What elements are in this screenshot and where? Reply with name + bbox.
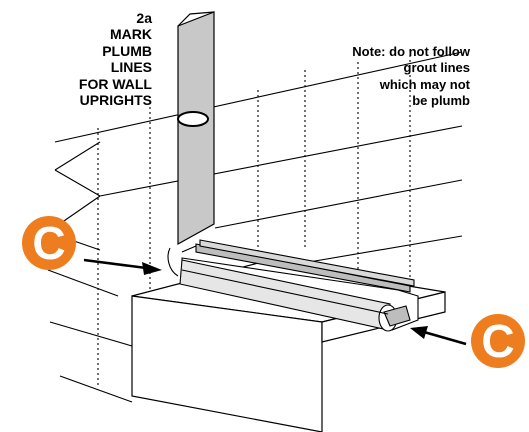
step-instruction: 2a MARK PLUMB LINES FOR WALL UPRIGHTS	[0, 10, 152, 108]
arrow-left	[83, 258, 162, 275]
wall-upright	[177, 11, 215, 246]
note-text: Note: do not follow grout lines which ma…	[300, 44, 470, 110]
wall-track	[167, 239, 419, 332]
callout-c-right: C	[471, 314, 525, 368]
step-number: 2a	[136, 10, 152, 26]
callout-letter: C	[481, 315, 515, 367]
plumb-lines	[97, 50, 411, 385]
step-line: UPRIGHTS	[79, 92, 152, 109]
note-line: Note: do not follow	[352, 44, 470, 59]
callout-letter: C	[32, 217, 66, 269]
step-line: FOR WALL	[78, 75, 152, 92]
step-line: MARK	[110, 26, 152, 43]
note-line: grout lines	[403, 60, 470, 76]
arrow-right	[410, 326, 467, 346]
step-line: LINES	[110, 59, 152, 76]
note-line: be plumb	[412, 93, 470, 109]
callout-c-left: C	[22, 216, 76, 270]
note-line: which may not	[379, 76, 470, 92]
plumb-hole	[177, 111, 209, 127]
step-line: PLUMB	[102, 42, 152, 59]
